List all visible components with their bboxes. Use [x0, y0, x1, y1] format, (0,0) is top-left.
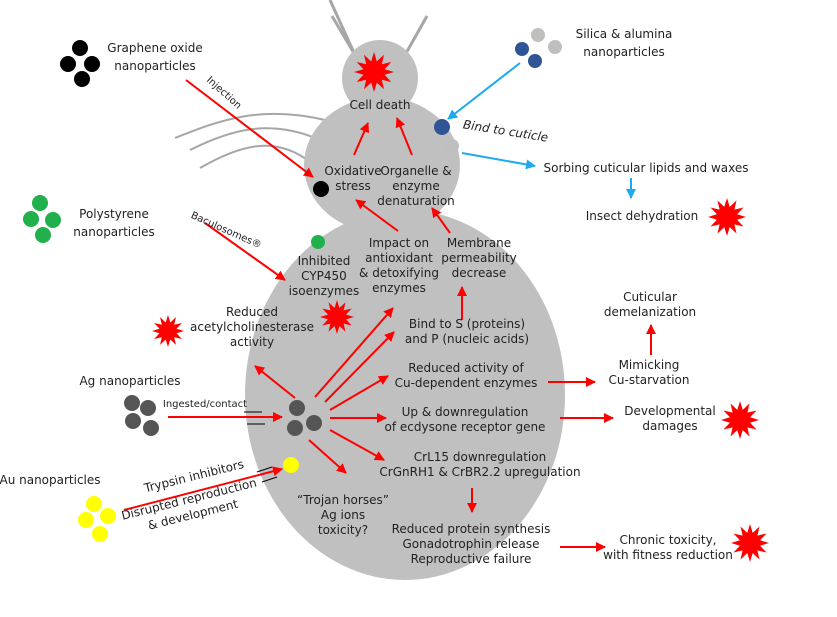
polystyrene-in-body-icon — [311, 235, 325, 249]
arrow-ag-to-antioxidant — [314, 307, 394, 398]
arrow-oxidative-to-death — [353, 122, 369, 156]
particle-dot — [78, 512, 94, 528]
silica-alumina-cluster-icon — [515, 28, 562, 68]
leg-1 — [174, 112, 326, 139]
arrow-antioxidant-to-oxidative — [355, 199, 399, 232]
silver-in-body-icon — [287, 400, 322, 436]
particle-dot — [86, 496, 102, 512]
arrow-ag-to-trojan — [308, 439, 347, 474]
arrow-ag-to-bindsp — [324, 331, 395, 403]
abdomen — [245, 210, 565, 580]
route-baculosomes-label: Baculosomes® — [189, 210, 263, 251]
particle-dot — [445, 139, 459, 153]
chronic-burst-icon — [731, 524, 769, 562]
particle-dot — [32, 195, 48, 211]
ache-burst-icon — [152, 315, 184, 347]
effect-dehydration-label: Insect dehydration — [586, 209, 699, 223]
barrier-tick — [256, 466, 273, 473]
gold-in-body-icon — [283, 457, 299, 473]
leg-3 — [199, 144, 311, 169]
particle-dot — [124, 395, 140, 411]
particle-dot — [74, 71, 90, 87]
arrow-ag-to-ache — [254, 365, 296, 399]
source-silver-label: Ag nanoparticles — [79, 374, 180, 388]
arrow-membrane-to-organelle — [431, 207, 451, 234]
particle-dot — [84, 56, 100, 72]
arrow-ag-to-cu — [329, 375, 389, 411]
particle-dot — [92, 526, 108, 542]
arrow-trypsin — [123, 466, 283, 511]
silica-on-cuticle-icon — [434, 119, 459, 153]
graphene-cluster-icon — [60, 40, 100, 87]
insect-body — [174, 0, 565, 580]
particle-dot — [306, 415, 322, 431]
particle-dot — [287, 420, 303, 436]
particle-dot — [515, 42, 529, 56]
effect-cell-death-label: Cell death — [350, 98, 411, 112]
effect-bindsp-label: Bind to S (proteins)and P (nucleic acids… — [405, 317, 529, 346]
particle-dot — [311, 235, 325, 249]
particle-dot — [548, 40, 562, 54]
route-ingested-label: Ingested/contact — [163, 399, 247, 410]
antenna-right — [403, 15, 429, 56]
arrow-ag-to-crl15 — [329, 429, 385, 461]
arrow-organelle-to-death — [395, 117, 413, 156]
particle-dot — [528, 54, 542, 68]
developmental-burst-icon — [721, 401, 759, 439]
arrow-cuticle-to-sorbing — [461, 152, 536, 170]
particle-dot — [100, 508, 116, 524]
particle-dot — [531, 28, 545, 42]
dehydration-burst-icon — [708, 198, 746, 236]
polystyrene-cluster-icon — [23, 195, 61, 243]
particle-dot — [434, 119, 450, 135]
particle-dot — [125, 413, 141, 429]
barrier-tick — [261, 476, 278, 483]
particle-dot — [72, 40, 88, 56]
arrow-silica-to-cuticle — [447, 62, 521, 120]
antenna-left — [330, 15, 357, 56]
arrow-injection — [185, 79, 314, 178]
particle-dot — [45, 212, 61, 228]
effect-chronic-label: Chronic toxicity,with fitness reduction — [603, 533, 733, 562]
silver-cluster-icon — [124, 395, 159, 436]
particle-dot — [60, 56, 76, 72]
thorax — [304, 97, 460, 233]
route-injection-label: Injection — [204, 75, 243, 112]
particle-dot — [23, 211, 39, 227]
particle-dot — [313, 181, 329, 197]
particle-dot — [289, 400, 305, 416]
cyp450-burst-icon — [320, 300, 354, 334]
arrow-baculosomes — [204, 222, 286, 281]
route-bind-cuticle-label: Bind to cuticle — [462, 117, 549, 144]
source-gold-label: Au nanoparticles — [0, 473, 101, 487]
effect-sorbing-label: Sorbing cuticular lipids and waxes — [544, 161, 749, 175]
particle-dot — [35, 227, 51, 243]
particle-dot — [283, 457, 299, 473]
route-disrupted-label: Disrupted reproduction& development — [120, 476, 262, 539]
gold-cluster-icon — [78, 496, 116, 542]
cell-death-burst-icon — [354, 52, 394, 92]
graphene-in-body-icon — [313, 181, 329, 197]
particle-dot — [140, 400, 156, 416]
particle-dot — [143, 420, 159, 436]
